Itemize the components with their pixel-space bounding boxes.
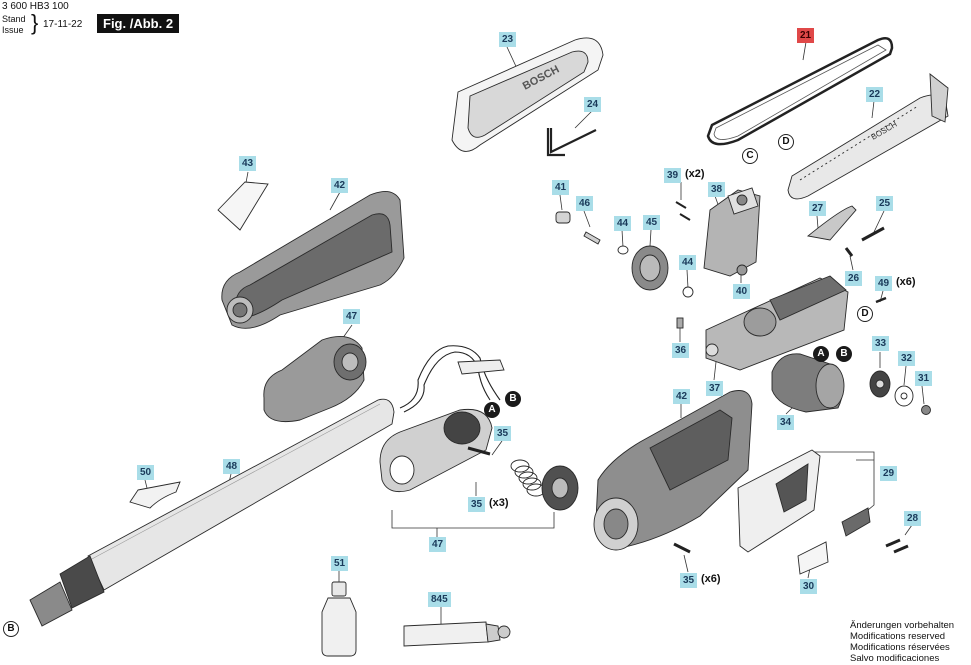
modifications-note: Änderungen vorbehalten Modifications res…	[850, 620, 954, 664]
callout-50[interactable]: 50	[137, 465, 155, 480]
gear-housing-drawing	[705, 275, 849, 371]
stand-label: Stand	[2, 14, 26, 24]
housing-upper-drawing	[221, 191, 405, 329]
qty-35-x6: (x6)	[701, 573, 721, 585]
callout-47-upper[interactable]: 47	[343, 309, 361, 324]
callout-845[interactable]: 845	[428, 592, 451, 607]
housing-lower-drawing	[593, 390, 753, 551]
callout-39[interactable]: 39	[664, 168, 682, 183]
callout-28[interactable]: 28	[904, 511, 922, 526]
marker-b-wire: B	[505, 391, 521, 407]
callout-48[interactable]: 48	[223, 459, 241, 474]
marker-a-motor: A	[813, 346, 829, 362]
callout-31[interactable]: 31	[915, 371, 933, 386]
qty-39: (x2)	[685, 168, 705, 180]
callout-44-lower[interactable]: 44	[679, 255, 697, 270]
marker-b-tube: B	[3, 621, 19, 637]
oil-bottle-drawing	[321, 581, 357, 657]
callout-40[interactable]: 40	[733, 284, 751, 299]
brace-glyph: }	[31, 10, 39, 35]
marker-d-bar: D	[778, 134, 794, 150]
pole-tube-drawing	[29, 398, 395, 627]
marker-d-housing: D	[857, 306, 873, 322]
callout-32[interactable]: 32	[898, 351, 916, 366]
figure-label: Fig. /Abb. 2	[97, 14, 180, 33]
callout-33[interactable]: 33	[872, 336, 890, 351]
marker-b-motor: B	[836, 346, 852, 362]
callout-36[interactable]: 36	[672, 343, 690, 358]
callout-35-spring[interactable]: 35	[494, 426, 512, 441]
marker-c: C	[742, 148, 758, 164]
callout-42-upper[interactable]: 42	[331, 178, 349, 193]
callout-25[interactable]: 25	[876, 196, 894, 211]
callout-45[interactable]: 45	[643, 215, 661, 230]
callout-51[interactable]: 51	[331, 556, 349, 571]
qty-49: (x6)	[896, 276, 916, 288]
callout-37[interactable]: 37	[706, 381, 724, 396]
callout-49[interactable]: 49	[875, 276, 893, 291]
callout-47-lower[interactable]: 47	[429, 537, 447, 552]
grease-tube-drawing	[403, 621, 511, 647]
qty-35-x3: (x3)	[489, 497, 509, 509]
callout-43[interactable]: 43	[239, 156, 257, 171]
chain-tensioner-bracket-drawing	[703, 187, 761, 277]
side-cover-drawing	[737, 449, 821, 553]
callout-30[interactable]: 30	[800, 579, 818, 594]
motor-drawing	[771, 353, 845, 413]
callout-35-x6[interactable]: 35	[680, 573, 698, 588]
gear-drawing	[631, 245, 669, 291]
callout-38[interactable]: 38	[708, 182, 726, 197]
spring-drawing	[510, 459, 546, 497]
callout-34[interactable]: 34	[777, 415, 795, 430]
callout-26[interactable]: 26	[845, 271, 863, 286]
switch-housing-drawing	[379, 408, 493, 493]
callout-29[interactable]: 29	[880, 466, 898, 481]
mods-line-en: Modifications reserved	[850, 631, 946, 642]
mods-line-de: Änderungen vorbehalten	[850, 620, 955, 631]
guide-bar-drawing: BOSCH	[787, 73, 949, 200]
mods-line-fr: Modifications réservées	[850, 642, 950, 653]
chain-cover-drawing: BOSCH	[451, 37, 604, 152]
stand-issue-label: Stand Issue	[2, 14, 26, 36]
callout-42-lower[interactable]: 42	[673, 389, 691, 404]
issue-label: Issue	[2, 25, 24, 35]
mods-line-es: Salvo modificaciones	[850, 653, 940, 664]
callout-41[interactable]: 41	[552, 180, 570, 195]
callout-27[interactable]: 27	[809, 201, 827, 216]
issue-date: 17-11-22	[43, 19, 83, 30]
callout-23[interactable]: 23	[499, 32, 517, 47]
callout-22[interactable]: 22	[866, 87, 884, 102]
callout-46[interactable]: 46	[576, 196, 594, 211]
callout-35-x3[interactable]: 35	[468, 497, 486, 512]
callout-21[interactable]: 21	[797, 28, 815, 43]
document-number: 3 600 HB3 100	[2, 1, 69, 12]
marker-a-wire: A	[484, 402, 500, 418]
callout-24[interactable]: 24	[584, 97, 602, 112]
handle-clamp-drawing	[263, 335, 367, 423]
callout-44-upper[interactable]: 44	[614, 216, 632, 231]
